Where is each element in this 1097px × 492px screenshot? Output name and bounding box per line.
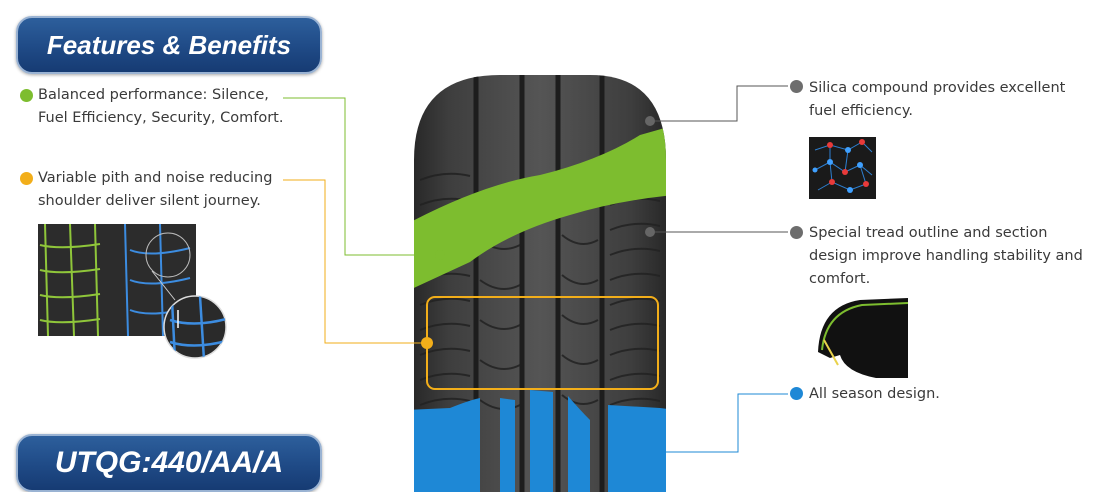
all-season-dot <box>790 387 803 400</box>
variable-pitch-leader <box>283 179 427 344</box>
feature-silica-line1: Silica compound provides excellent <box>809 80 1066 96</box>
features-title: Features & Benefits <box>46 29 292 60</box>
feature-balanced: Balanced performance: Silence, Fuel Effi… <box>38 84 283 130</box>
feature-tread-outline: Special tread outline and section design… <box>809 222 1083 291</box>
features-title-banner: Features & Benefits <box>16 16 322 74</box>
silica-dot <box>790 80 803 93</box>
shoulder-groove-zoom-icon <box>38 224 227 359</box>
feature-balanced-line1: Balanced performance: Silence, <box>38 87 269 103</box>
balanced-leader <box>283 97 440 256</box>
feature-silica-line2: fuel efficiency. <box>809 103 913 119</box>
feature-all-season: All season design. <box>809 383 940 406</box>
feature-silica: Silica compound provides excellent fuel … <box>809 77 1065 123</box>
all-season-zone <box>414 390 666 492</box>
utqg-banner: UTQG:440/AA/A <box>16 434 322 492</box>
feature-tread-outline-line1: Special tread outline and section <box>809 225 1048 241</box>
tread-outline-dot <box>790 226 803 239</box>
silica-leader <box>650 85 788 122</box>
tire-tread <box>414 75 666 492</box>
silica-band <box>414 125 666 292</box>
feature-balanced-line2: Fuel Efficiency, Security, Comfort. <box>38 110 284 126</box>
feature-all-season-line1: All season design. <box>809 386 940 402</box>
feature-variable-pitch-line2: shoulder deliver silent journey. <box>38 193 261 209</box>
feature-variable-pitch: Variable pith and noise reducing shoulde… <box>38 167 272 213</box>
tire-cross-section-icon <box>818 298 909 378</box>
variable-pitch-dot <box>20 172 33 185</box>
utqg-label: UTQG:440/AA/A <box>54 446 284 479</box>
balanced-dot <box>20 89 33 102</box>
molecule-network-icon <box>809 137 876 199</box>
feature-tread-outline-line2: design improve handling stability and <box>809 248 1083 264</box>
feature-variable-pitch-line1: Variable pith and noise reducing <box>38 170 273 186</box>
all-season-leader <box>650 393 788 453</box>
feature-tread-outline-line3: comfort. <box>809 271 871 287</box>
